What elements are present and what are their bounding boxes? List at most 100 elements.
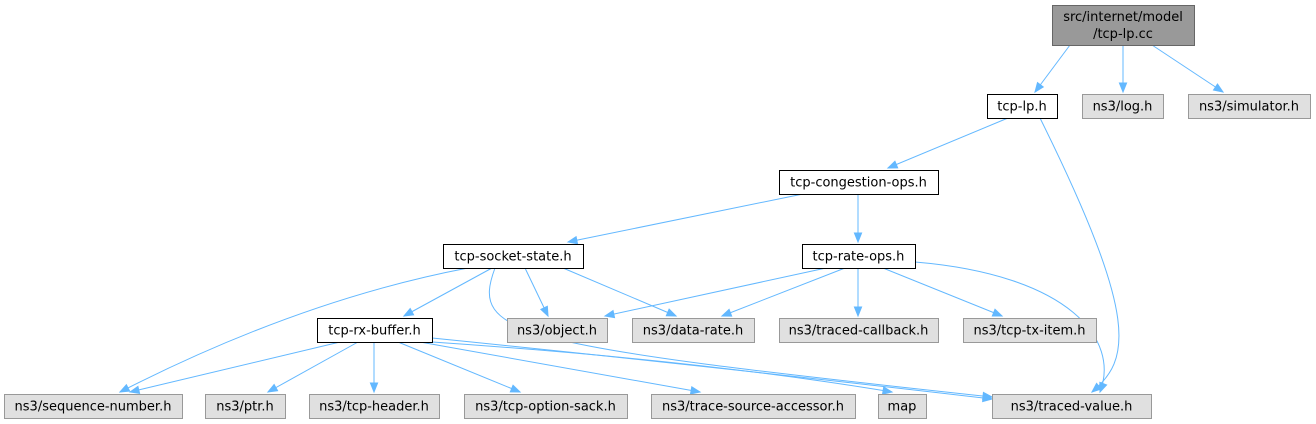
edge-line xyxy=(887,117,1009,169)
node-label: ns3/tcp-tx-item.h xyxy=(973,324,1085,339)
edge-tcp-rx-buffer-h-to-ns3-traced-value-h xyxy=(431,337,994,403)
edge-line xyxy=(431,341,893,393)
edge-line xyxy=(267,341,359,393)
node-box xyxy=(507,318,608,343)
node-box xyxy=(963,318,1097,343)
node-box xyxy=(992,394,1152,419)
node-box xyxy=(779,170,939,195)
edge-tcp-lp-cc-to-ns3-simulator-h xyxy=(1151,44,1225,93)
edge-line xyxy=(129,341,341,393)
arrowhead-icon xyxy=(539,305,549,318)
node-label: ns3/ptr.h xyxy=(216,400,274,415)
edge-tcp-rate-ops-h-to-ns3-tcp-tx-item-h xyxy=(882,267,1004,317)
node-label: tcp-socket-state.h xyxy=(454,250,571,265)
edge-line xyxy=(419,341,701,393)
edge-tcp-socket-state-h-to-tcp-rx-buffer-h xyxy=(402,267,493,317)
node-box xyxy=(4,394,183,419)
node-label: /tcp-lp.cc xyxy=(1093,27,1153,42)
arrowhead-icon xyxy=(1034,81,1045,94)
node-box xyxy=(802,244,916,269)
arrowhead-icon xyxy=(118,383,131,393)
node-ns3-sequence-number-h: ns3/sequence-number.h xyxy=(4,394,183,419)
edge-line xyxy=(882,267,1003,317)
node-tcp-congestion-ops-h[interactable]: tcp-congestion-ops.h xyxy=(779,170,939,195)
edge-tcp-rx-buffer-h-to-ns3-tcp-header-h xyxy=(369,342,379,394)
edge-tcp-socket-state-h-to-ns3-data-rate-h xyxy=(562,267,678,317)
edge-tcp-rx-buffer-h-to-ns3-tcp-option-sack-h xyxy=(397,341,522,393)
edge-line xyxy=(403,267,493,317)
node-box xyxy=(1082,94,1164,119)
arrowhead-icon xyxy=(1212,83,1225,93)
arrowhead-icon xyxy=(665,308,678,317)
node-box xyxy=(309,394,440,419)
node-ns3-ptr-h: ns3/ptr.h xyxy=(205,394,286,419)
node-tcp-rx-buffer-h[interactable]: tcp-rx-buffer.h xyxy=(317,318,433,343)
node-box xyxy=(632,318,755,343)
edge-line xyxy=(119,267,469,393)
arrowhead-icon xyxy=(128,385,141,395)
edge-line xyxy=(1034,44,1071,93)
edge-tcp-congestion-ops-h-to-tcp-rate-ops-h xyxy=(853,194,863,244)
edge-tcp-rate-ops-h-to-ns3-data-rate-h xyxy=(720,267,846,317)
arrowhead-icon xyxy=(881,386,894,395)
node-ns3-trace-source-accessor-h: ns3/trace-source-accessor.h xyxy=(651,394,856,419)
node-label: ns3/data-rate.h xyxy=(643,324,743,339)
node-label: map xyxy=(888,400,917,415)
edge-tcp-lp-h-to-tcp-congestion-ops-h xyxy=(886,117,1009,169)
arrowhead-icon xyxy=(1099,381,1108,394)
edge-tcp-socket-state-h-to-ns3-sequence-number-h xyxy=(118,267,469,393)
node-ns3-tcp-tx-item-h: ns3/tcp-tx-item.h xyxy=(963,318,1097,343)
arrowhead-icon xyxy=(509,384,522,393)
node-tcp-socket-state-h[interactable]: tcp-socket-state.h xyxy=(443,244,584,269)
node-label: ns3/log.h xyxy=(1093,100,1153,115)
edge-line xyxy=(914,261,1105,393)
edges-layer xyxy=(118,44,1225,403)
edge-line xyxy=(567,193,804,243)
node-ns3-log-h: ns3/log.h xyxy=(1082,94,1164,119)
edge-tcp-lp-cc-to-ns3-log-h xyxy=(1118,45,1128,94)
edge-tcp-rx-buffer-h-to-ns3-trace-source-accessor-h xyxy=(419,341,702,395)
edge-tcp-congestion-ops-h-to-tcp-socket-state-h xyxy=(566,193,804,245)
arrowhead-icon xyxy=(402,307,415,317)
node-box xyxy=(464,394,628,419)
node-label: ns3/traced-value.h xyxy=(1011,400,1133,415)
node-box xyxy=(651,394,856,419)
edge-tcp-rx-buffer-h-to-ns3-ptr-h xyxy=(266,341,359,393)
node-box xyxy=(1052,5,1195,46)
node-box xyxy=(779,318,939,343)
node-ns3-simulator-h: ns3/simulator.h xyxy=(1188,94,1311,119)
node-ns3-traced-value-h: ns3/traced-value.h xyxy=(992,394,1152,419)
node-ns3-data-rate-h: ns3/data-rate.h xyxy=(632,318,755,343)
arrowhead-icon xyxy=(886,160,899,169)
node-label: ns3/traced-callback.h xyxy=(789,324,929,339)
node-tcp-lp-h[interactable]: tcp-lp.h xyxy=(987,94,1058,119)
edge-line xyxy=(562,267,677,317)
arrowhead-icon xyxy=(1118,82,1128,94)
node-label: ns3/sequence-number.h xyxy=(15,400,172,415)
node-label: ns3/trace-source-accessor.h xyxy=(662,400,844,415)
arrowhead-icon xyxy=(853,232,863,244)
node-label: tcp-lp.h xyxy=(997,100,1046,115)
node-box xyxy=(317,318,433,343)
arrowhead-icon xyxy=(982,393,994,403)
node-box xyxy=(987,94,1058,119)
edge-line xyxy=(1151,44,1224,93)
node-box xyxy=(205,394,286,419)
node-label: ns3/tcp-header.h xyxy=(319,400,429,415)
arrowhead-icon xyxy=(991,308,1004,317)
node-label: ns3/simulator.h xyxy=(1199,100,1299,115)
edge-line xyxy=(397,341,521,393)
arrowhead-icon xyxy=(266,383,279,393)
node-label: ns3/object.h xyxy=(517,324,597,339)
edge-tcp-lp-h-to-ns3-traced-value-h xyxy=(1039,117,1120,393)
edge-tcp-rate-ops-h-to-ns3-traced-value-h xyxy=(914,261,1108,394)
nodes-layer: src/internet/model/tcp-lp.cc tcp-lp.h ns3/… xyxy=(4,5,1311,419)
arrowhead-icon xyxy=(853,306,863,318)
node-tcp-lp-cc[interactable]: src/internet/model/tcp-lp.cc xyxy=(1052,5,1195,46)
node-ns3-object-h: ns3/object.h xyxy=(507,318,608,343)
node-label: tcp-rate-ops.h xyxy=(813,250,905,265)
arrowhead-icon xyxy=(603,309,616,319)
node-box xyxy=(1188,94,1311,119)
node-tcp-rate-ops-h[interactable]: tcp-rate-ops.h xyxy=(802,244,916,269)
